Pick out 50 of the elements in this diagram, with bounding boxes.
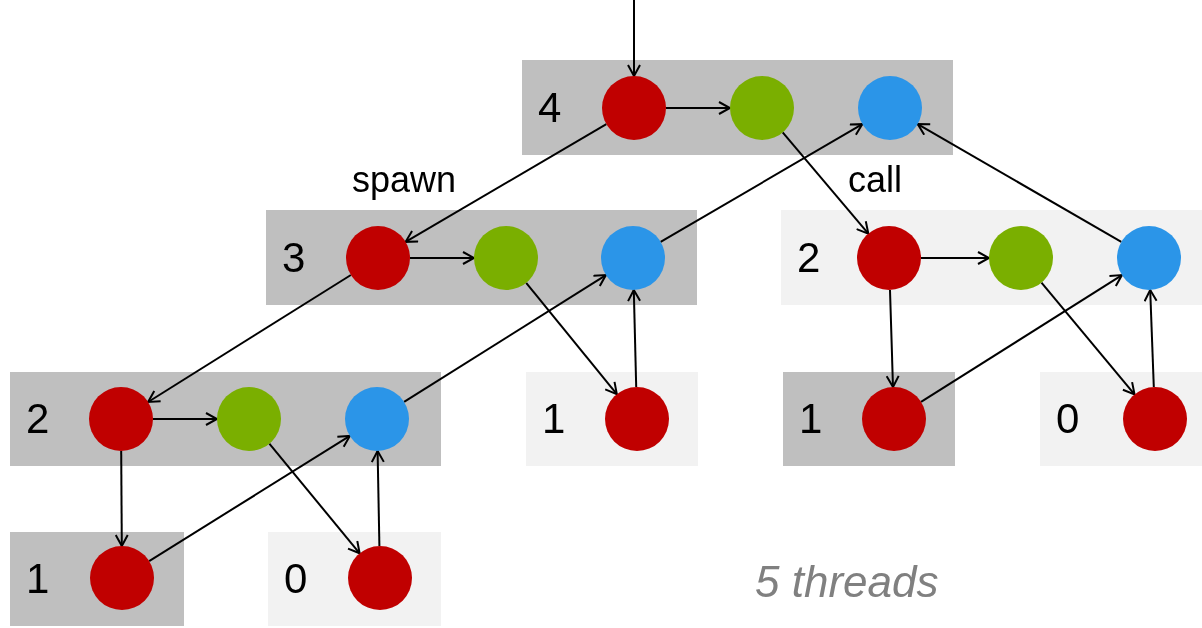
frame-box — [781, 210, 1202, 305]
task-circle — [858, 76, 922, 140]
task-circle — [346, 226, 410, 290]
arrow — [627, 0, 641, 77]
task-circle — [601, 226, 665, 290]
arrow — [665, 101, 731, 115]
arrow — [1040, 281, 1136, 396]
frame-number: 3 — [282, 236, 306, 279]
arrow — [627, 289, 642, 388]
arrow — [268, 442, 361, 555]
frame-box — [10, 532, 184, 626]
arrow — [370, 450, 385, 547]
arrow — [525, 281, 618, 396]
task-circle — [605, 387, 669, 451]
frame-box — [522, 60, 953, 155]
frame-box — [783, 372, 955, 466]
frame-box — [10, 372, 441, 466]
arrow — [781, 131, 870, 235]
frame-box — [526, 372, 698, 466]
arrow — [152, 412, 218, 426]
arrow — [409, 251, 475, 265]
frame-number: 2 — [797, 236, 821, 279]
arrow — [920, 274, 1123, 403]
arrow — [916, 123, 1123, 243]
arrow — [659, 123, 864, 243]
frame-number: 1 — [26, 558, 50, 600]
annotation-text: spawn — [352, 162, 457, 198]
arrow — [920, 251, 990, 265]
frame-number: 4 — [538, 86, 562, 129]
task-circle — [345, 387, 409, 451]
arrow — [148, 434, 351, 563]
arrow — [114, 450, 129, 547]
arrow — [1143, 289, 1158, 388]
frame-box — [268, 532, 441, 626]
task-circle — [857, 226, 921, 290]
frame-box — [266, 210, 697, 305]
task-circle — [1123, 387, 1187, 451]
arrow — [885, 289, 900, 388]
annotation-text: call — [848, 162, 903, 198]
note-text: 5 threads — [755, 560, 939, 604]
frame-number: 2 — [26, 398, 50, 440]
frame-number: 0 — [284, 558, 308, 600]
arrow — [403, 274, 607, 403]
frame-number: 1 — [542, 398, 566, 440]
frame-number: 1 — [799, 398, 823, 440]
frame-number: 0 — [1056, 398, 1080, 440]
task-circle — [348, 546, 412, 610]
arrow — [404, 123, 608, 243]
arrow — [147, 274, 352, 403]
frame-box — [1040, 372, 1202, 466]
